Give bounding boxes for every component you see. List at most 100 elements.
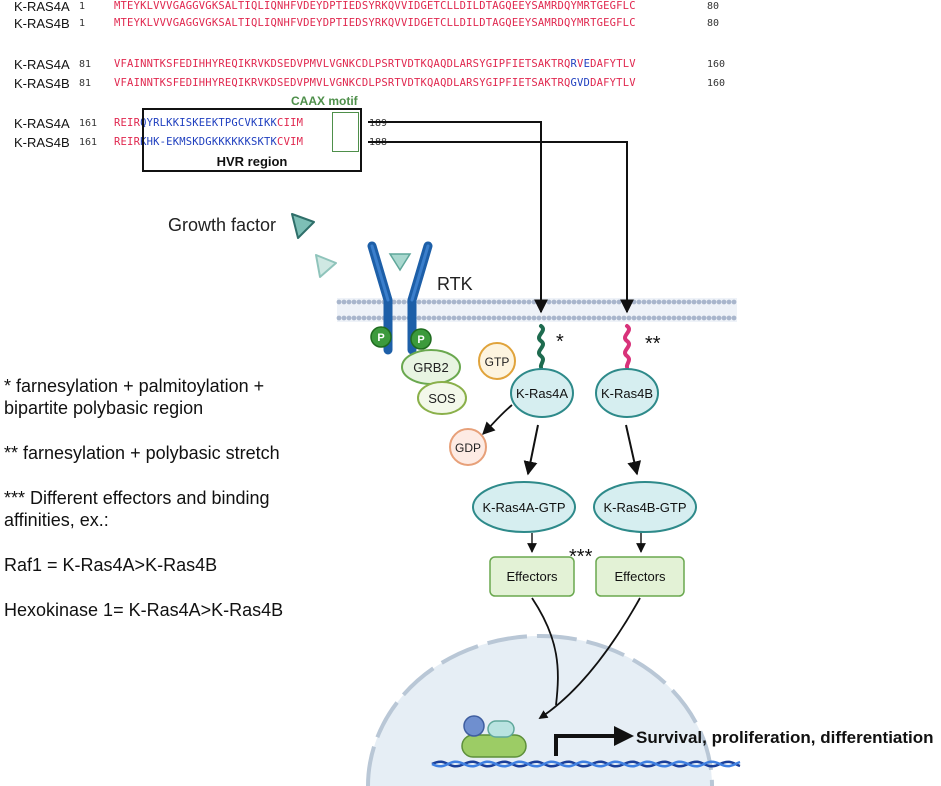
lipid-head <box>601 299 607 305</box>
lipid-head <box>706 315 712 321</box>
svg-text:K-Ras4B: K-Ras4B <box>601 386 653 401</box>
gtp-molecule: GTP <box>478 342 516 380</box>
hvr-region-box <box>142 108 362 172</box>
note-4a-line1: * farnesylation + palmitoylation + <box>4 376 265 396</box>
caax-motif-label: CAAX motif <box>291 94 358 108</box>
lipid-head <box>576 315 582 321</box>
lipid-head <box>541 315 547 321</box>
alignment-row-end: 80 <box>707 1 720 12</box>
lipid-head <box>606 299 612 305</box>
lipid-head <box>681 299 687 305</box>
alignment-sequence: MTEYKLVVVGAGGVGKSALTIQLIQNHFVDEYDPTIEDSY… <box>114 17 636 29</box>
lipid-head <box>641 315 647 321</box>
lipid-head <box>461 299 467 305</box>
note-effectors-line1: *** Different effectors and binding <box>4 488 270 508</box>
lipid-head <box>551 315 557 321</box>
caax-motif-box <box>332 112 359 152</box>
growth-factor-bound-icon <box>388 253 412 272</box>
lipid-head <box>711 315 717 321</box>
lipid-head <box>561 315 567 321</box>
lipid-head <box>661 315 667 321</box>
alignment-row-end: 80 <box>707 18 720 29</box>
lipid-head <box>671 299 677 305</box>
plasma-membrane <box>336 298 737 322</box>
lipid-head <box>511 299 517 305</box>
alignment-to-kras4a-arrow <box>368 121 548 314</box>
lipid-head <box>451 299 457 305</box>
lipid-head <box>466 299 472 305</box>
lipid-head <box>616 315 622 321</box>
alignment-row-name: K-RAS4B <box>14 135 70 150</box>
lipid-head <box>356 315 362 321</box>
sequence-run: KHK-EKMSKDGKKKKKKSKTK <box>140 136 278 148</box>
lipid-head <box>711 299 717 305</box>
lipid-head <box>361 315 367 321</box>
lipid-head <box>491 299 497 305</box>
lipid-head <box>606 315 612 321</box>
lipid-head <box>436 315 442 321</box>
dna-helix-icon <box>431 760 741 768</box>
lipid-head <box>376 315 382 321</box>
kras4a-protein: K-Ras4A <box>510 368 574 418</box>
lipid-head <box>591 299 597 305</box>
effectors-box-4a: Effectors <box>489 556 575 597</box>
lipid-head <box>496 299 502 305</box>
svg-text:K-Ras4B-GTP: K-Ras4B-GTP <box>603 500 686 515</box>
lipid-head <box>366 315 372 321</box>
sequence-run: E <box>583 58 591 70</box>
growth-factor-icon <box>315 254 337 278</box>
lipid-head <box>481 299 487 305</box>
lipid-head <box>646 299 652 305</box>
lipid-head <box>726 299 732 305</box>
lipid-head <box>636 315 642 321</box>
lipid-head <box>611 299 617 305</box>
growth-factor-icon <box>291 213 315 239</box>
lipid-head <box>651 299 657 305</box>
sequence-run: GVD <box>570 77 591 89</box>
sequence-run: V <box>577 58 584 70</box>
lipid-head <box>716 315 722 321</box>
phosphate-icon: P <box>370 326 392 348</box>
lipid-head <box>626 315 632 321</box>
lipid-head <box>661 299 667 305</box>
lipid-head <box>691 315 697 321</box>
gdp-molecule: GDP <box>449 428 487 466</box>
lipid-head <box>356 299 362 305</box>
lipid-head <box>416 315 422 321</box>
lipid-head <box>471 299 477 305</box>
effectors-to-nucleus-arrow <box>531 597 641 719</box>
lipid-head <box>351 299 357 305</box>
sequence-run: DAFYTLV <box>590 77 636 89</box>
lipid-head <box>531 315 537 321</box>
svg-text:SOS: SOS <box>428 391 456 406</box>
lipid-head <box>436 299 442 305</box>
lipid-head <box>631 299 637 305</box>
lipid-head <box>701 315 707 321</box>
sequence-run: VFAINNTKSFEDIHHYREQIKRVKDSEDVPMVLVGNKCDL… <box>114 77 571 89</box>
alignment-row-start: 81 <box>79 78 92 89</box>
alignment-row-start: 81 <box>79 59 92 70</box>
lipid-head <box>401 299 407 305</box>
lipid-head <box>686 299 692 305</box>
lipid-head <box>716 299 722 305</box>
sequence-run: QYRLKKISKEEKTPGCVKIKK <box>140 117 278 129</box>
lipid-head <box>666 315 672 321</box>
growth-factor-label: Growth factor <box>168 215 276 235</box>
lipid-head <box>676 299 682 305</box>
alignment-row-end: 160 <box>707 59 726 70</box>
lipid-head <box>536 315 542 321</box>
lipid-head <box>506 315 512 321</box>
lipid-head <box>346 315 352 321</box>
lipid-head <box>591 315 597 321</box>
lipid-head <box>731 299 737 305</box>
alignment-row-name: K-RAS4B <box>14 16 70 31</box>
phosphate-icon: P <box>410 328 432 350</box>
lipid-head <box>656 315 662 321</box>
lipid-head <box>476 299 482 305</box>
kras4b-gtp-complex: K-Ras4B-GTP <box>593 481 697 533</box>
lipid-head <box>481 315 487 321</box>
lipid-head <box>651 315 657 321</box>
lipid-head <box>396 315 402 321</box>
note-4a-line2: bipartite polybasic region <box>4 398 204 418</box>
